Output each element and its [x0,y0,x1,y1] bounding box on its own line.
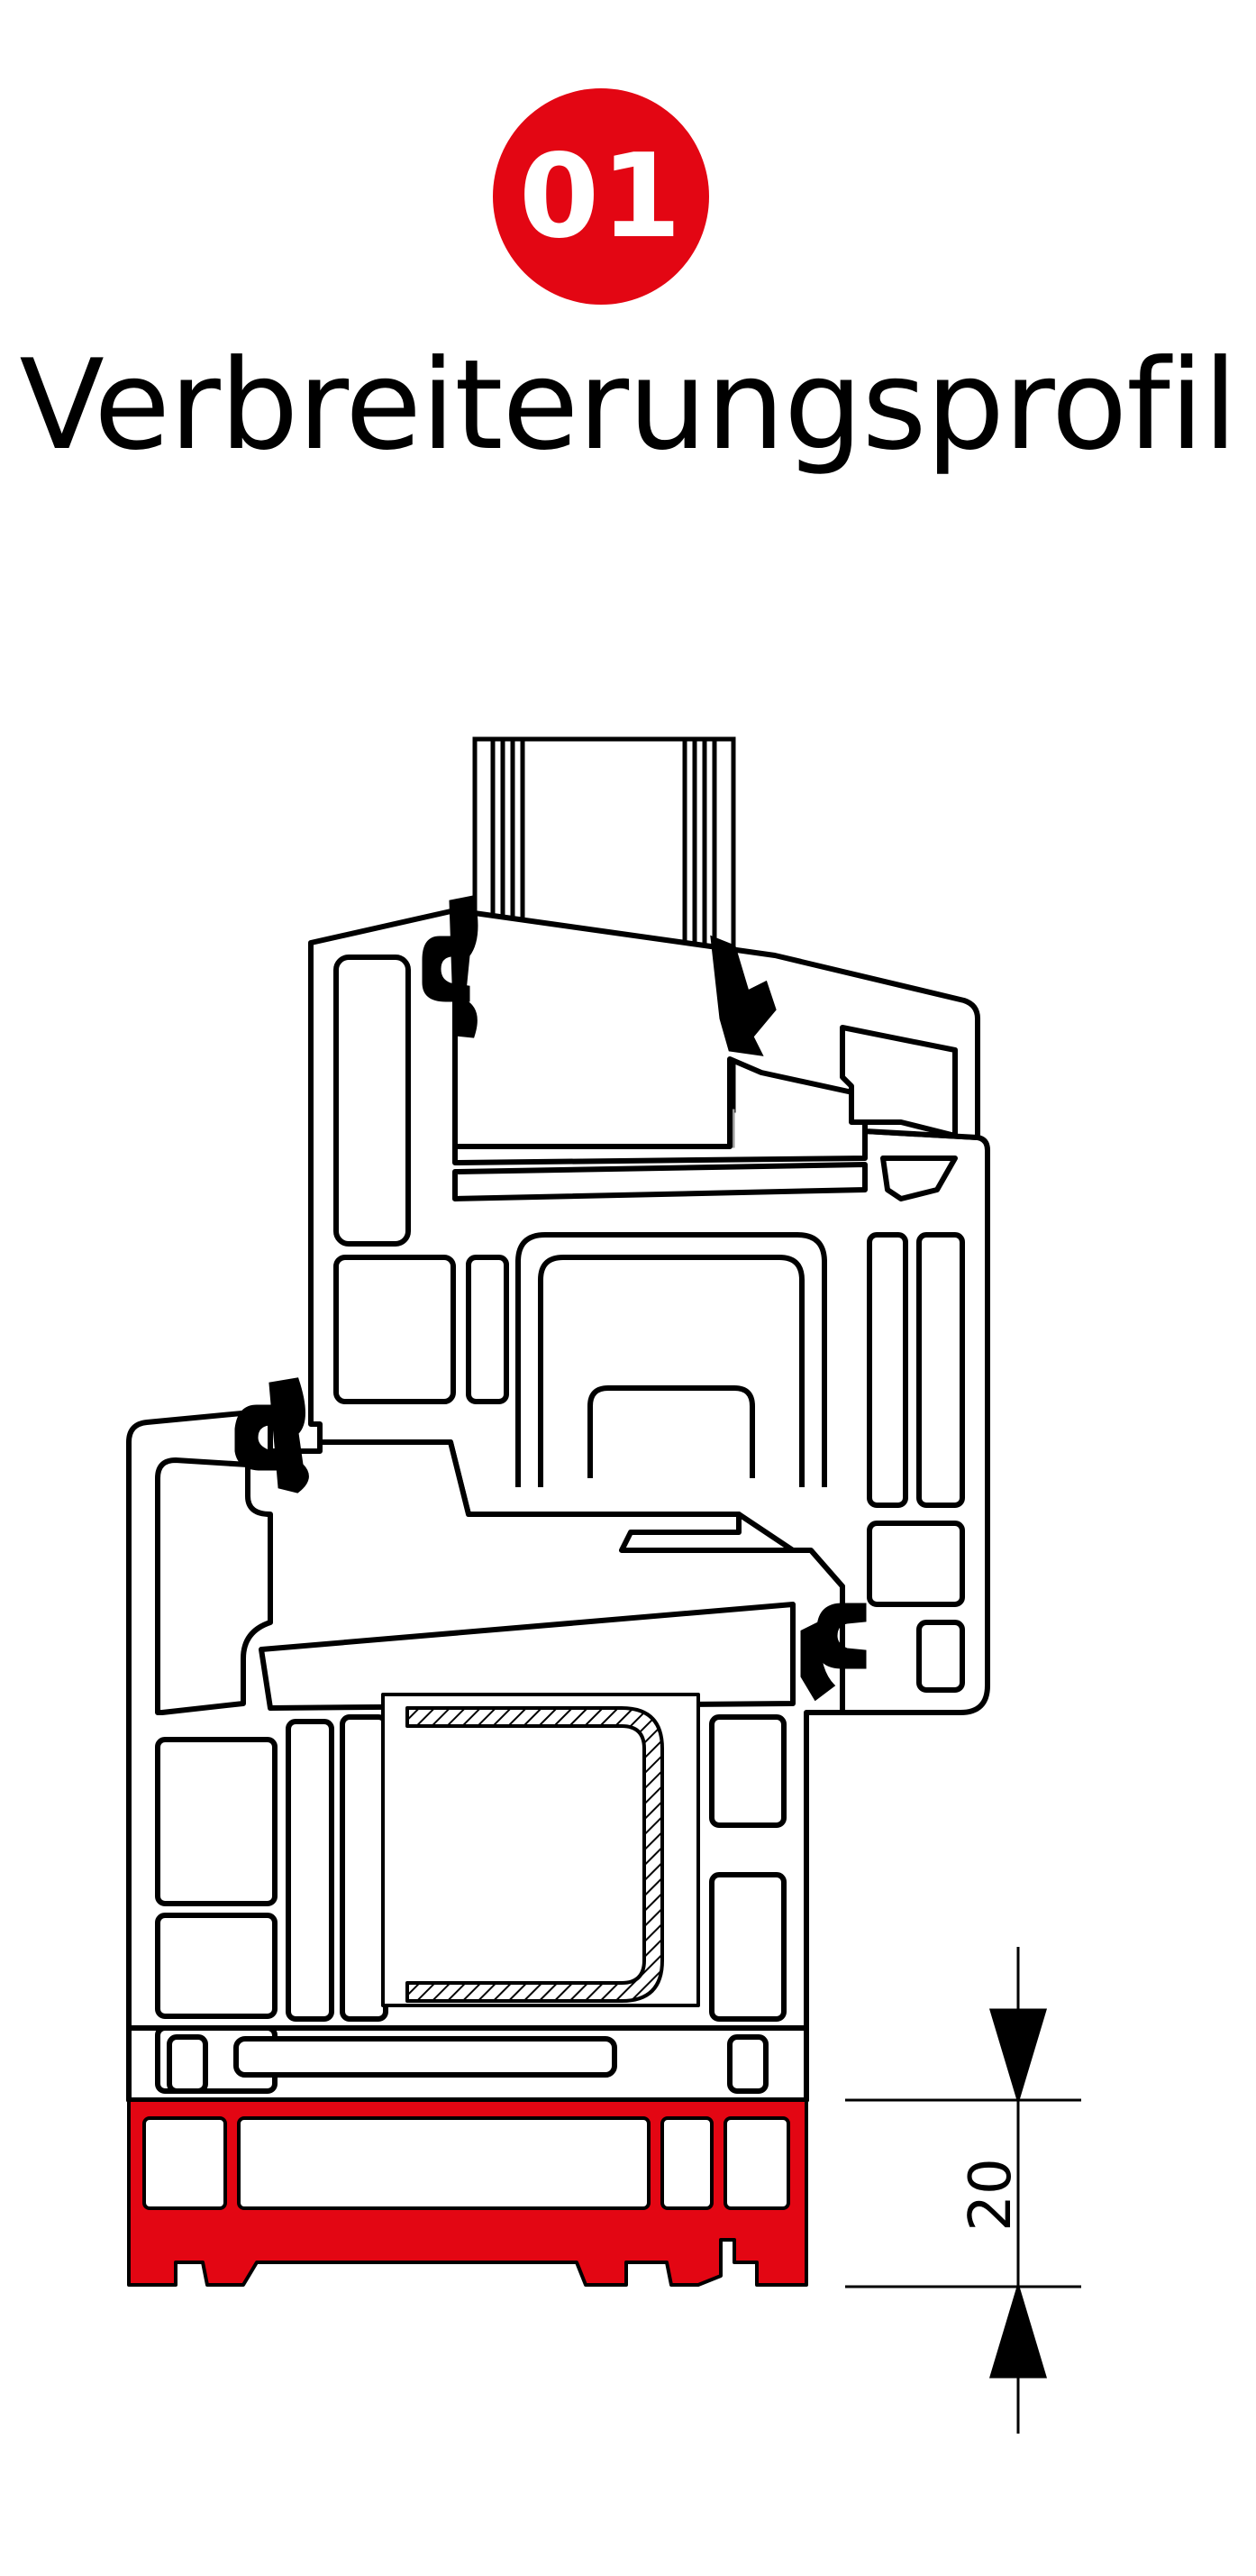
sash-inner-chamber [515,1232,827,1487]
dimension-arrow-bottom-icon [988,2281,1048,2379]
number-badge: 01 [493,88,709,305]
dimension-value: 20 [958,2158,1024,2232]
page-title: Verbreiterungsprofil [19,333,1237,478]
dimension-arrow-top-icon [988,2008,1048,2106]
widening-profile [127,2098,808,2287]
badge-number: 01 [518,129,684,264]
gaskets [234,895,867,1702]
steel-reinforcement [381,1693,700,2007]
dimension-line [845,1947,1081,2434]
